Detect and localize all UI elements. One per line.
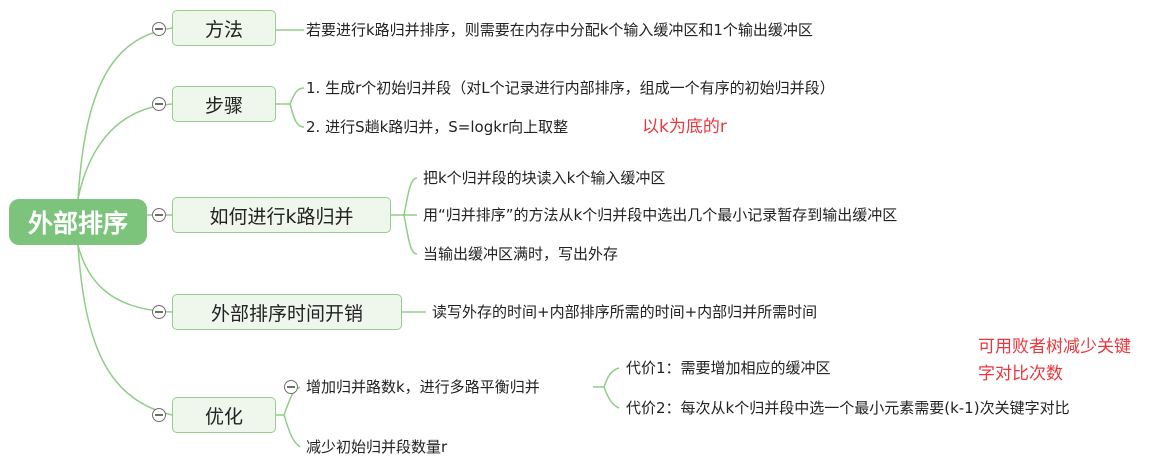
leaf-method-1[interactable]: 若要进行k路归并排序，则需要在内存中分配k个输入缓冲区和1个输出缓冲区 — [306, 21, 813, 39]
collapse-toggle-icon[interactable] — [152, 305, 166, 319]
collapse-toggle-icon[interactable] — [284, 380, 298, 394]
branch-optimize[interactable]: 优化 — [172, 397, 276, 433]
leaf-how-3[interactable]: 当输出缓冲区满时，写出外存 — [423, 245, 619, 263]
subitem-reduce-r[interactable]: 减少初始归并段数量r — [306, 438, 448, 456]
subitem-increase-k[interactable]: 增加归并路数k，进行多路平衡归并 — [306, 378, 540, 396]
leaf-time-cost-1[interactable]: 读写外存的时间+内部排序所需的时间+内部归并所需时间 — [432, 303, 818, 321]
branch-steps[interactable]: 步骤 — [172, 86, 276, 122]
collapse-toggle-icon[interactable] — [152, 22, 166, 36]
note-loser-tree-2: 字对比次数 — [978, 364, 1063, 384]
branch-how-k-merge[interactable]: 如何进行k路归并 — [172, 197, 391, 233]
leaf-how-1[interactable]: 把k个归并段的块读入k个输入缓冲区 — [423, 169, 666, 187]
leaf-steps-1[interactable]: 1. 生成r个初始归并段（对L个记录进行内部排序，组成一个有序的初始归并段） — [306, 79, 835, 97]
collapse-toggle-icon[interactable] — [152, 97, 166, 111]
leaf-how-2[interactable]: 用“归并排序”的方法从k个归并段中选出几个最小记录暂存到输出缓冲区 — [423, 206, 898, 224]
collapse-toggle-icon[interactable] — [152, 208, 166, 222]
note-log-base: 以k为底的r — [642, 117, 727, 137]
collapse-toggle-icon[interactable] — [152, 408, 166, 422]
leaf-cost-2[interactable]: 代价2：每次从k个归并段中选一个最小元素需要(k-1)次关键字对比 — [626, 399, 1070, 417]
leaf-cost-1[interactable]: 代价1：需要增加相应的缓冲区 — [626, 359, 831, 377]
root-topic[interactable]: 外部排序 — [9, 199, 147, 245]
note-loser-tree-1: 可用败者树减少关键 — [978, 337, 1131, 357]
leaf-steps-2[interactable]: 2. 进行S趟k路归并，S=logkr向上取整 — [306, 118, 569, 136]
branch-time-cost[interactable]: 外部排序时间开销 — [172, 294, 402, 330]
branch-method[interactable]: 方法 — [172, 10, 276, 46]
